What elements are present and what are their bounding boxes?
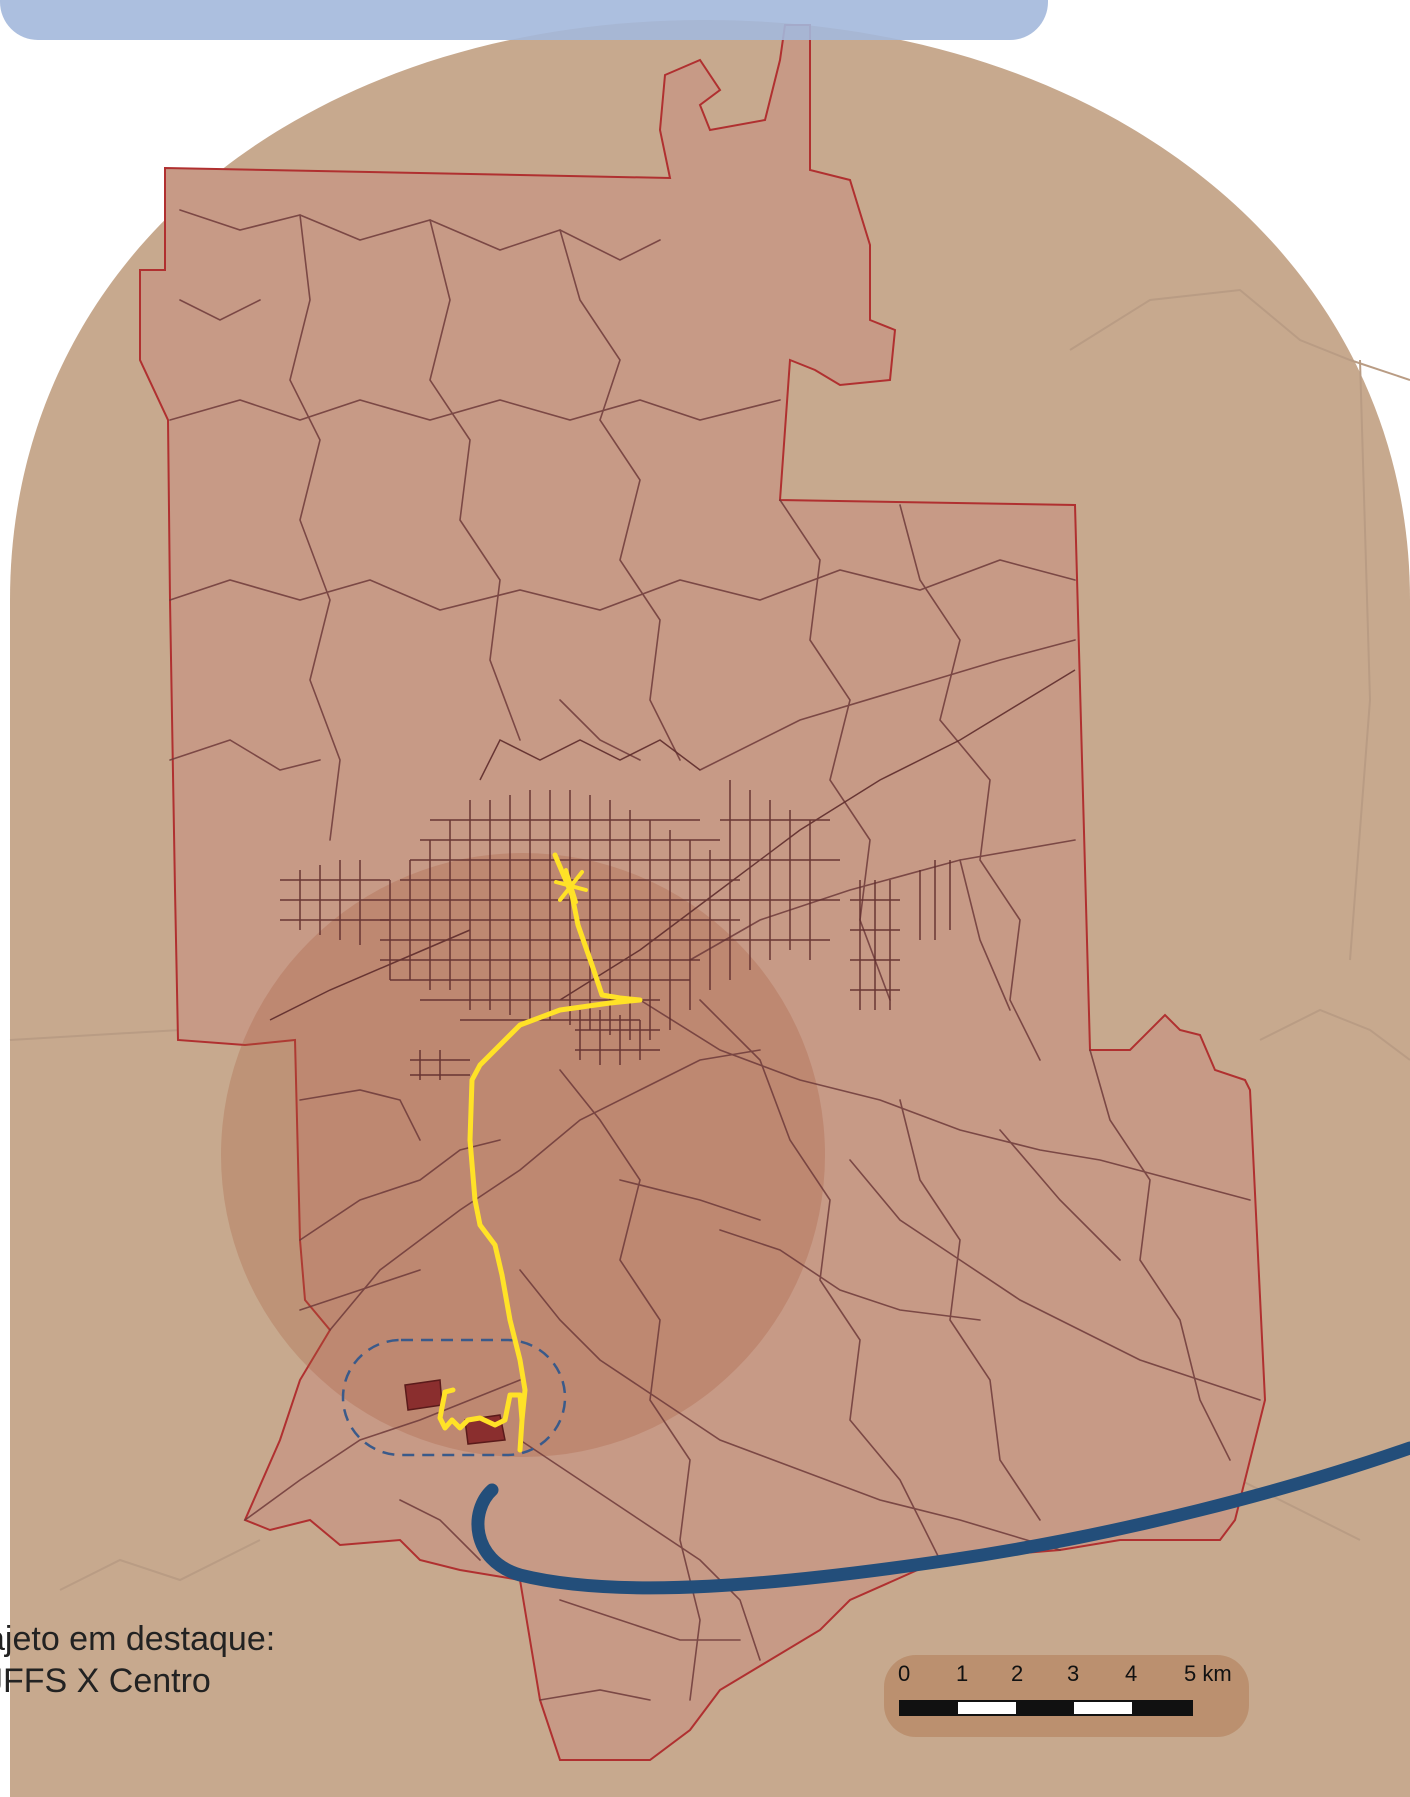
scale-tick-2: 2: [1011, 1661, 1023, 1686]
scale-tick-3: 3: [1067, 1661, 1079, 1686]
buffer-circle: [221, 853, 825, 1457]
highlight-ellipse: [341, 1338, 567, 1457]
scale-segment: [900, 1701, 958, 1715]
route-path: [437, 852, 643, 1453]
scale-segment: [1132, 1701, 1192, 1715]
road-network: [169, 209, 1261, 1701]
scale-bar-background: [884, 1655, 1249, 1737]
municipality-boundary: [139, 24, 1267, 1761]
scale-bar: 0 1 2 3 4 5 km: [884, 1655, 1249, 1737]
curve-arrow: [471, 1441, 1410, 1595]
scale-tick-0: 0: [898, 1661, 910, 1686]
map-caption: ajeto em destaque: JFFS X Centro: [0, 1618, 420, 1702]
scale-tick-1: 1: [956, 1661, 968, 1686]
caption-line-2: JFFS X Centro: [0, 1662, 211, 1700]
scale-tick-5: 5 km: [1184, 1661, 1232, 1686]
destination-star-icon: [554, 868, 588, 904]
urban-streets: [269, 669, 1076, 1080]
scale-tick-4: 4: [1125, 1661, 1137, 1686]
top-banner: [0, 0, 1048, 40]
caption-line-1: ajeto em destaque:: [0, 1620, 276, 1658]
scale-segment: [1016, 1701, 1074, 1715]
